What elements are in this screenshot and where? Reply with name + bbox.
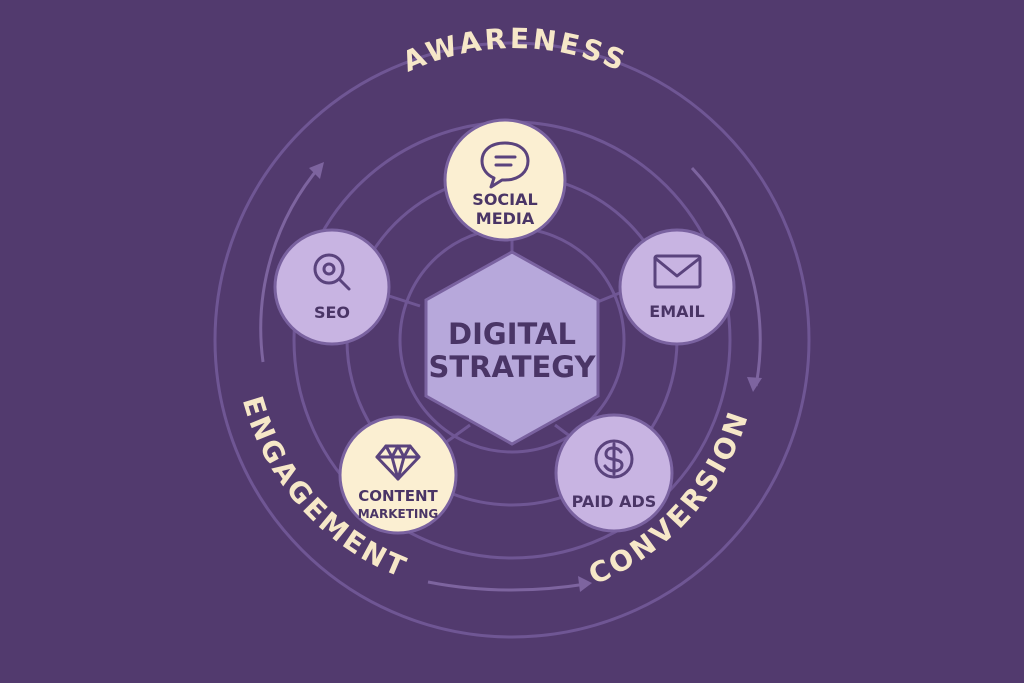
node-seo-circle xyxy=(273,228,391,346)
node-social-media-line2: MEDIA xyxy=(476,209,535,228)
center-title-line2: STRATEGY xyxy=(429,350,597,384)
node-seo-label: SEO xyxy=(314,303,350,322)
node-paid-ads: PAID ADS xyxy=(554,413,674,533)
node-seo: SEO xyxy=(273,228,391,346)
diamond-icon xyxy=(375,444,421,481)
arrowhead-left xyxy=(309,162,324,179)
node-content-marketing-line2: MARKETING xyxy=(358,507,439,521)
spoke-content-marketing xyxy=(444,423,471,445)
node-email-label: EMAIL xyxy=(649,302,704,321)
stage-awareness: AWARENESS xyxy=(398,22,632,78)
outer-ring xyxy=(213,41,811,639)
flow-arrow-left xyxy=(259,164,323,363)
node-social-media: SOCIAL MEDIA xyxy=(443,118,567,242)
spoke-seo xyxy=(385,293,421,308)
envelope-icon xyxy=(653,254,702,289)
node-content-marketing: CONTENT MARKETING xyxy=(338,415,458,535)
stage-awareness-text: AWARENESS xyxy=(398,22,629,78)
node-email: EMAIL xyxy=(618,228,736,346)
center-hub: DIGITAL STRATEGY xyxy=(424,250,600,446)
node-content-marketing-line1: CONTENT xyxy=(358,487,438,505)
node-paid-ads-label: PAID ADS xyxy=(572,492,657,511)
magnifier-icon xyxy=(313,253,351,291)
node-social-media-line1: SOCIAL xyxy=(472,190,537,209)
flow-arrow-bottom xyxy=(427,580,587,592)
center-hexagon xyxy=(424,250,600,446)
flow-arrow-right xyxy=(690,166,762,387)
cycle-arrows xyxy=(259,162,762,592)
arrowhead-right xyxy=(747,377,762,392)
arrowhead-bottom xyxy=(578,576,592,592)
speech-bubble-icon xyxy=(480,141,530,189)
center-title-line1: DIGITAL xyxy=(448,317,576,351)
dollar-sign-icon xyxy=(594,439,634,479)
